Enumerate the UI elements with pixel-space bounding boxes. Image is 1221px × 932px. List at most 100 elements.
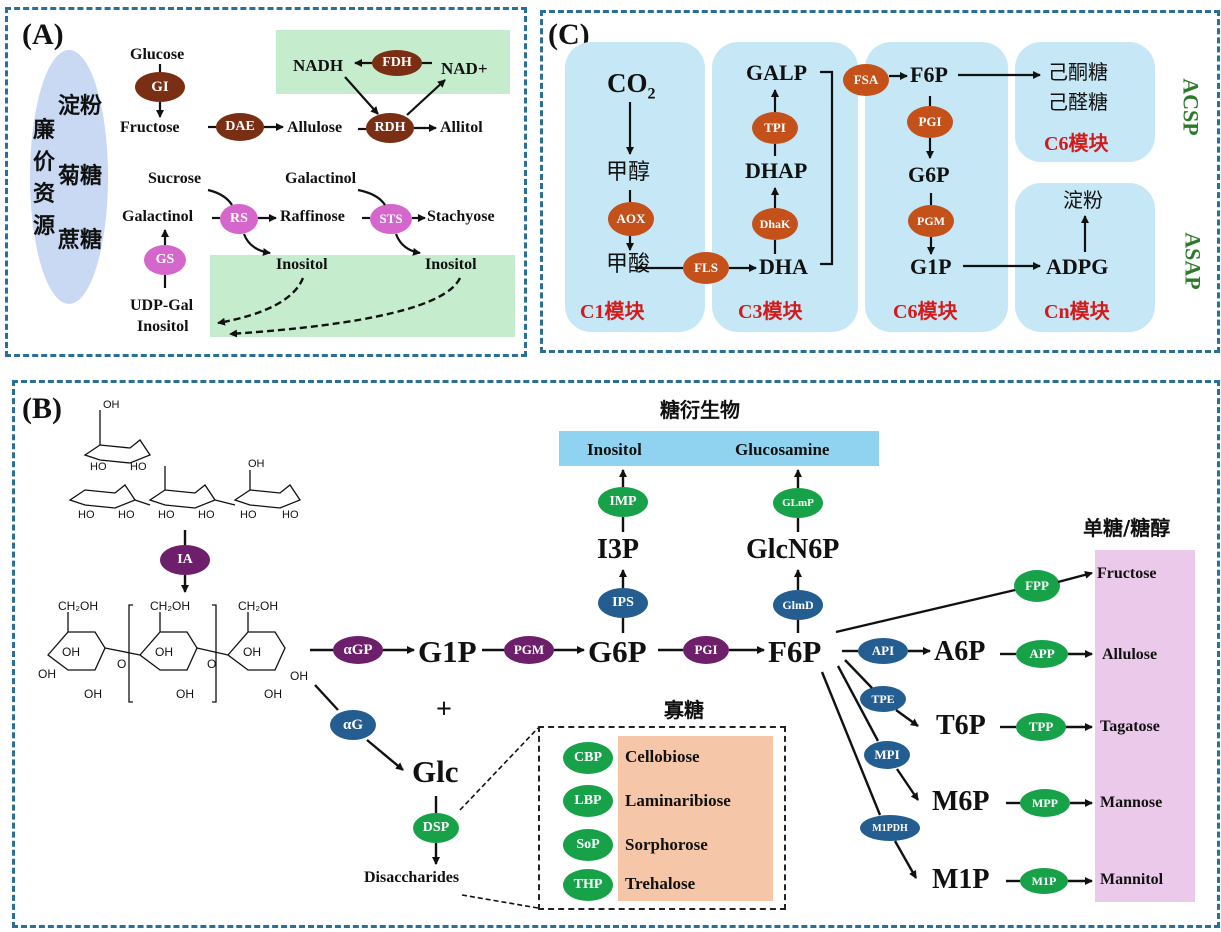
enzyme-m1pdh: M1PDH (860, 815, 920, 841)
enzyme-c-pgm: PGM (908, 205, 954, 237)
node-inositol-bottom: Inositol (137, 318, 189, 335)
enzyme-rdh: RDH (366, 113, 414, 143)
node-b-f6p: F6P (768, 634, 822, 669)
node-glc: Glc (412, 754, 459, 789)
node-a6p: A6P (934, 636, 986, 667)
module-label-c6: C6模块 (893, 301, 958, 323)
oligosaccharides-products-box (618, 736, 773, 901)
cheap-resources-char-2: 价 (33, 150, 56, 175)
enzyme-fdh: FDH (372, 50, 422, 76)
enzyme-tpp: TPP (1016, 713, 1066, 741)
node-inositol-2: Inositol (425, 256, 477, 273)
panel-b-label: (B) (22, 392, 62, 425)
node-ketohexose: 己酮糖 (1048, 60, 1108, 84)
enzyme-sts: STS (370, 204, 412, 234)
cheap-resources-char-4: 源 (33, 214, 56, 239)
node-udp-gal: UDP-Gal (130, 297, 194, 314)
node-plus: + (436, 694, 452, 725)
product-trehalose: Trehalose (625, 874, 696, 893)
node-inositol-1: Inositol (276, 256, 328, 273)
side-label-asap: ASAP (1180, 232, 1206, 290)
node-glcn6p: GlcN6P (746, 534, 840, 565)
enzyme-tpe: TPE (860, 686, 906, 712)
node-disaccharides: Disaccharides (364, 869, 460, 886)
enzyme-b-pgm: PGM (504, 636, 554, 664)
mono-mannitol: Mannitol (1100, 871, 1164, 888)
enzyme-ia: IA (160, 545, 210, 575)
module-label-c6-acsp: C6模块 (1044, 133, 1109, 155)
enzyme-ag: αG (330, 710, 376, 740)
enzyme-glmp: GLmP (773, 488, 823, 518)
mono-tagatose: Tagatose (1100, 718, 1160, 735)
node-nadh: NADH (293, 56, 344, 75)
enzyme-cbp: CBP (563, 742, 613, 774)
node-formate: 甲酸 (606, 252, 651, 277)
mono-mannose: Mannose (1100, 794, 1163, 811)
node-adpg: ADPG (1046, 254, 1109, 279)
node-c-f6p: F6P (910, 62, 948, 87)
monosaccharides-box (1095, 550, 1195, 902)
enzyme-thp: THP (563, 869, 613, 901)
module-c1 (565, 42, 705, 332)
node-t6p: T6P (936, 710, 986, 741)
module-label-cn: Cn模块 (1044, 301, 1110, 323)
panel-c (540, 10, 1220, 353)
node-co2: CO2 (607, 68, 656, 103)
mono-allulose: Allulose (1102, 646, 1158, 663)
node-allitol: Allitol (440, 119, 483, 136)
resource-inulin: 菊糖 (58, 164, 103, 189)
enzyme-agp: αGP (333, 636, 383, 664)
derivatives-title: 糖衍生物 (660, 398, 740, 422)
node-raffinose: Raffinose (280, 208, 345, 225)
derivatives-box (559, 431, 879, 466)
product-sorphorose: Sorphorose (625, 835, 708, 854)
enzyme-fsa: FSA (843, 64, 889, 96)
enzyme-fls: FLS (683, 252, 729, 284)
module-label-c3: C3模块 (738, 301, 803, 323)
node-galp: GALP (746, 60, 808, 85)
enzyme-b-pgi: PGI (683, 636, 729, 664)
node-aldohexose: 己醛糖 (1048, 90, 1108, 114)
node-dhap: DHAP (745, 158, 808, 183)
enzyme-imp: IMP (598, 487, 648, 517)
enzyme-gs: GS (144, 245, 186, 275)
derivative-glucosamine: Glucosamine (735, 440, 830, 459)
module-c6-acsp (1015, 42, 1155, 162)
resource-sucrose: 蔗糖 (58, 228, 103, 253)
enzyme-dae: DAE (216, 113, 264, 141)
enzyme-fpp: FPP (1014, 570, 1060, 602)
cheap-resources-ellipse (30, 50, 108, 304)
enzyme-ips: IPS (598, 588, 648, 618)
node-galactinol-top: Galactinol (285, 170, 357, 187)
node-galactinol-left: Galactinol (122, 208, 194, 225)
node-m1p: M1P (932, 864, 990, 895)
product-cellobiose: Cellobiose (625, 747, 700, 766)
node-stachyose: Stachyose (427, 208, 495, 225)
node-allulose: Allulose (287, 119, 343, 136)
enzyme-dsp: DSP (413, 813, 459, 843)
enzyme-app: APP (1016, 640, 1068, 668)
node-sucrose: Sucrose (148, 170, 202, 187)
node-fructose: Fructose (120, 119, 180, 136)
node-b-g6p: G6P (588, 634, 647, 669)
enzyme-rs: RS (220, 204, 258, 234)
side-label-acsp: ACSP (1178, 78, 1204, 136)
node-starch: 淀粉 (1063, 188, 1103, 212)
module-c6-main (865, 42, 1008, 332)
enzyme-lbp: LBP (563, 785, 613, 817)
oligosaccharides-dashed-box (538, 726, 786, 910)
enzyme-aox: AOX (608, 202, 654, 236)
mono-fructose: Fructose (1097, 565, 1157, 582)
node-i3p: I3P (597, 534, 639, 565)
module-c3 (712, 42, 858, 332)
module-label-c1: C1模块 (580, 301, 645, 323)
node-methanol: 甲醇 (606, 160, 651, 185)
enzyme-tpi: TPI (752, 112, 798, 144)
panel-a (5, 7, 527, 357)
enzyme-mpp: MPP (1020, 789, 1070, 817)
panel-b (12, 380, 1220, 928)
cheap-resources-char-1: 廉 (33, 118, 56, 143)
resource-starch: 淀粉 (58, 94, 103, 119)
enzyme-gi: GI (135, 72, 185, 102)
node-b-g1p: G1P (418, 634, 477, 669)
